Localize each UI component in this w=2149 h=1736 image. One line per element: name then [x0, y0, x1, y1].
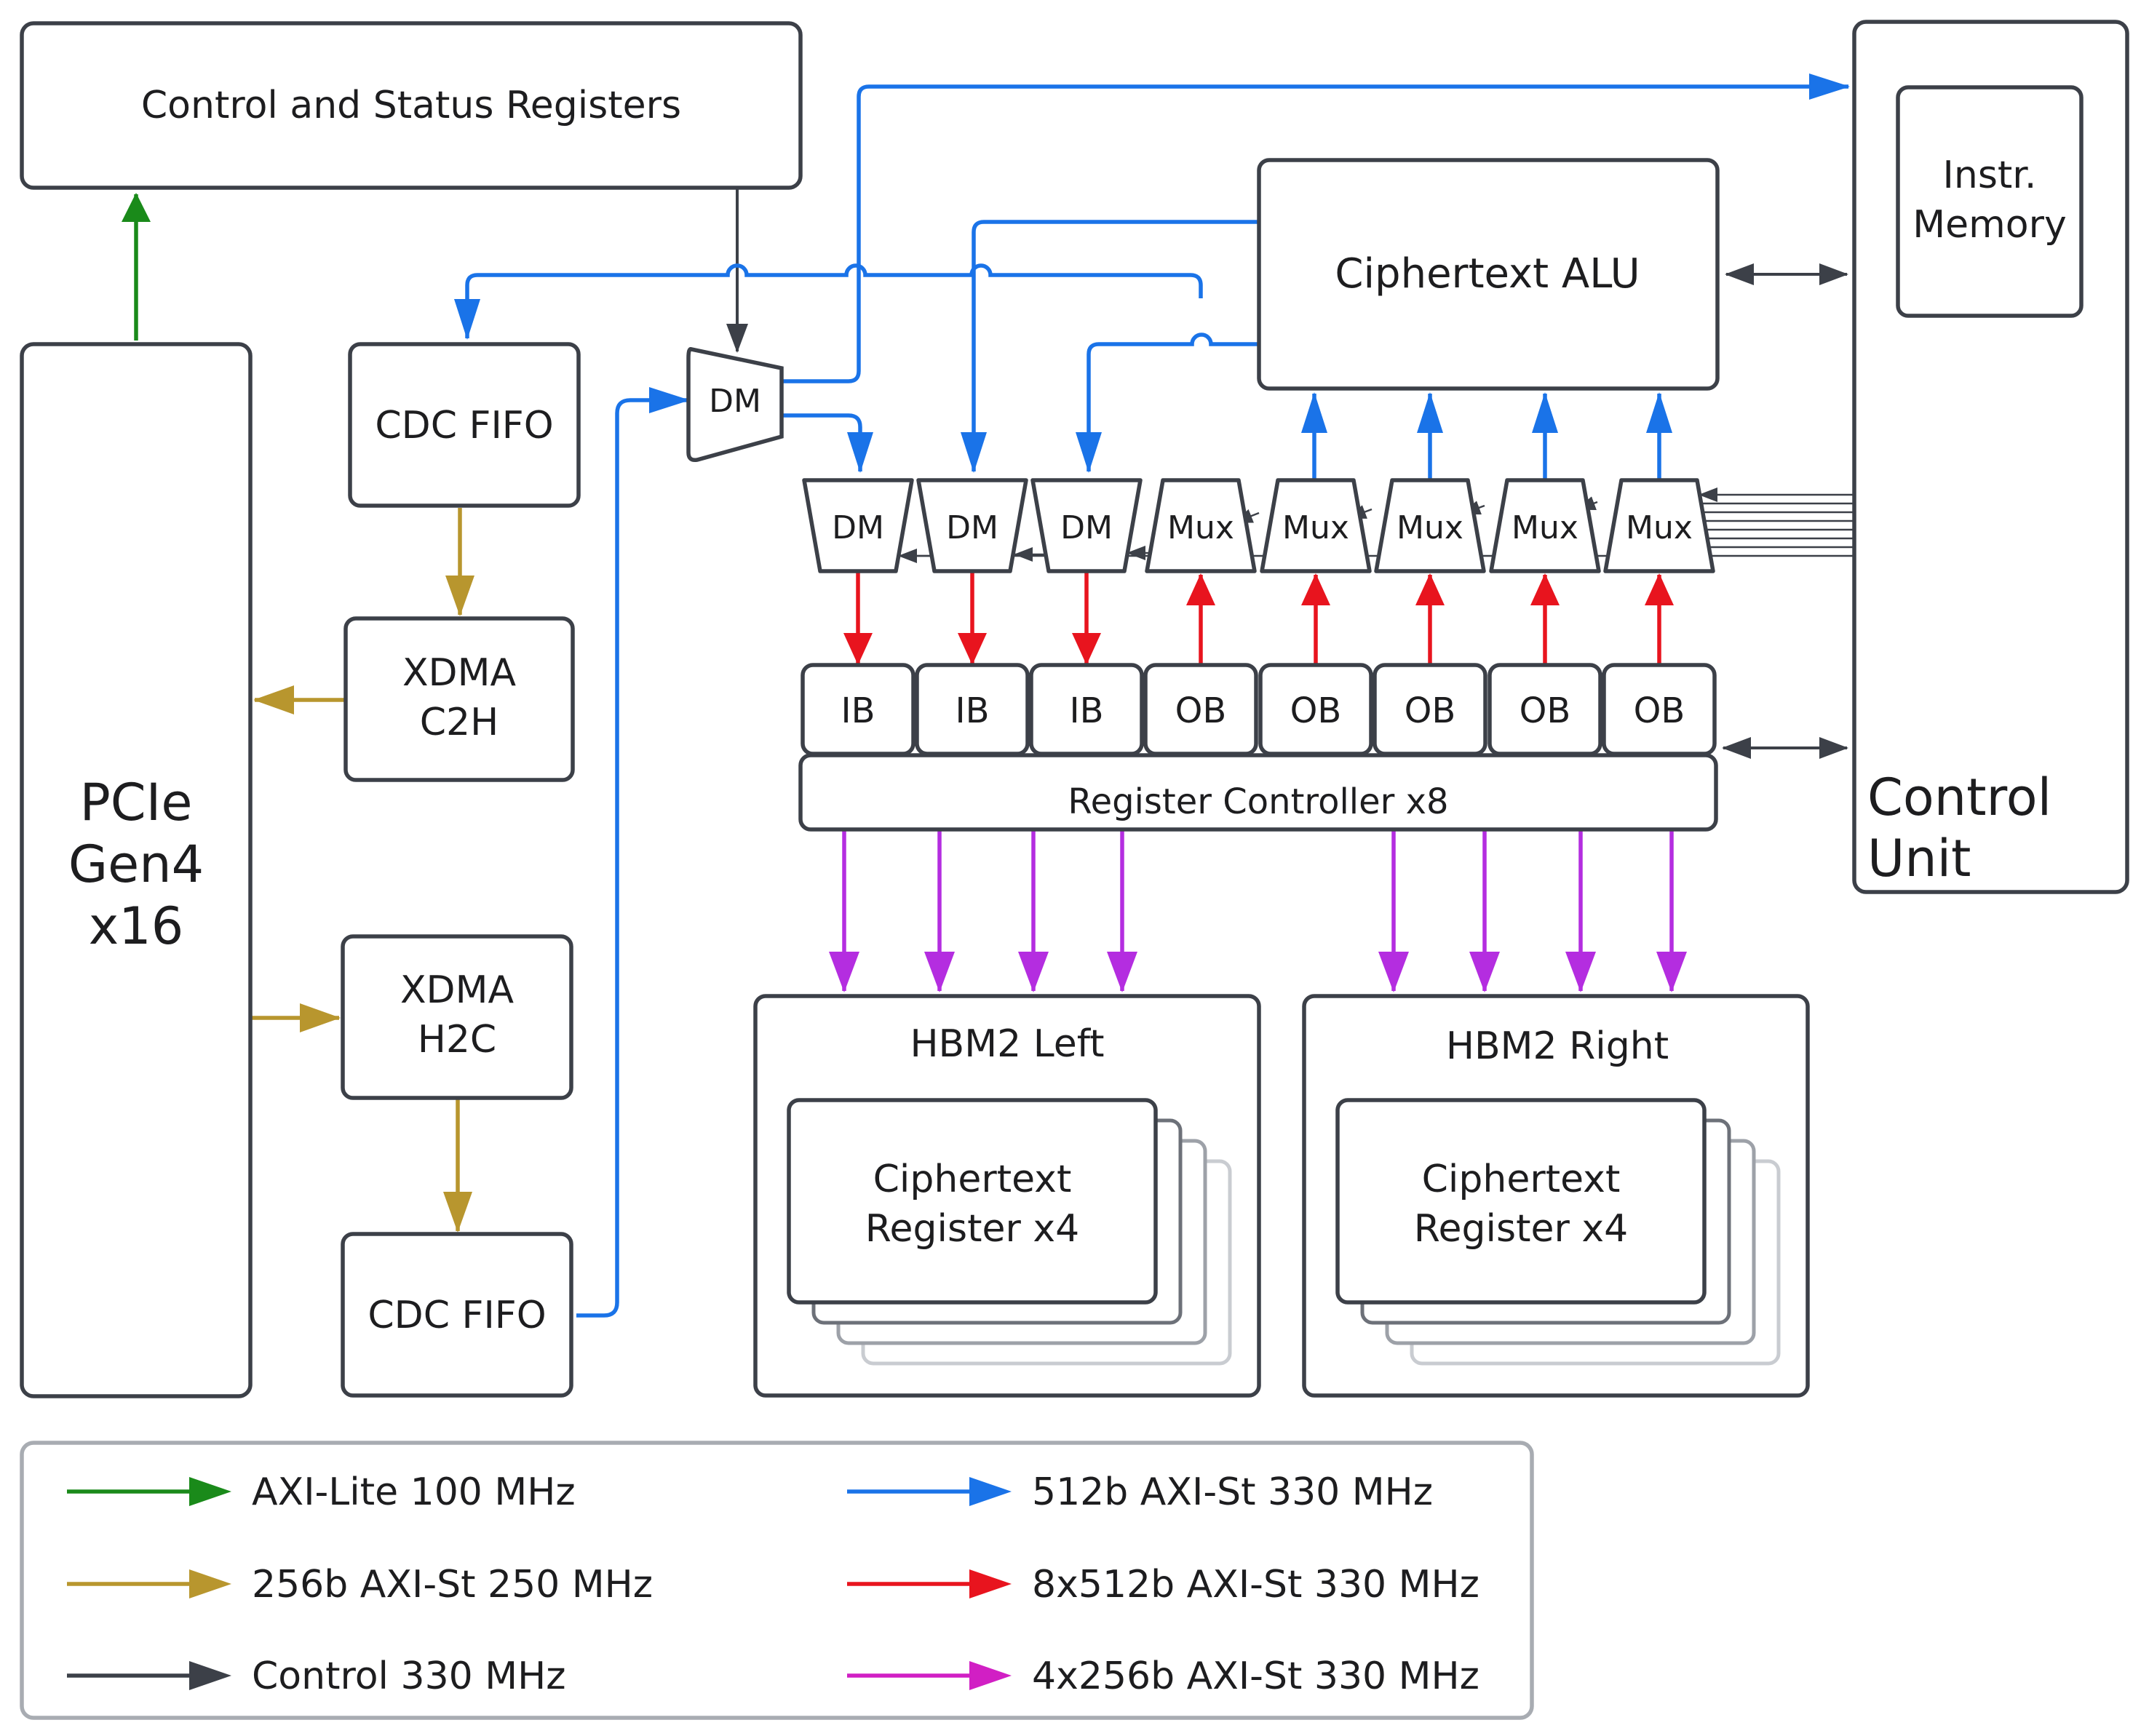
- ob-buffer-8-label: OB: [1634, 690, 1685, 731]
- pcie-label-2: Gen4: [68, 835, 204, 894]
- legend-label: 256b AXI-St 250 MHz: [252, 1563, 653, 1606]
- instr-memory-block: [1896, 85, 2084, 318]
- cdc-fifo-bottom-label: CDC FIFO: [368, 1294, 546, 1337]
- legend-item-3: Control 330 MHz: [67, 1655, 566, 1698]
- ob-buffer-5-label: OB: [1290, 690, 1342, 731]
- mux-3-label: Mux: [1397, 509, 1463, 546]
- csr-block: [20, 21, 803, 190]
- ct-reg-right-block: [1335, 1098, 1707, 1305]
- register-controller-block: [798, 753, 1718, 832]
- legend-arrowhead-icon: [969, 1477, 1012, 1506]
- mux-5-label: Mux: [1626, 509, 1693, 546]
- bus-dm-to-dm1: [783, 413, 873, 473]
- legend-item-2: 256b AXI-St 250 MHz: [67, 1563, 653, 1606]
- ob-buffer-5: [1258, 663, 1373, 756]
- ct-reg-left-label-2: Register x4: [865, 1207, 1079, 1251]
- xdma-h2c-label-1: XDMA: [400, 968, 515, 1012]
- mux-5-block: [1603, 478, 1715, 573]
- ct-reg-left-block: [787, 1098, 1158, 1305]
- instr-memory-label-1: Instr.: [1943, 154, 2037, 197]
- ob-buffer-6-label: OB: [1405, 690, 1456, 731]
- ib-buffer-1: [801, 663, 915, 756]
- bus-dm-to-control-unit: [783, 73, 1850, 383]
- mux-2-block: [1260, 478, 1372, 573]
- cdc-fifo-top-block: [348, 342, 581, 508]
- hbm-left-label: HBM2 Left: [910, 1022, 1104, 1066]
- ciphertext-alu-label: Ciphertext ALU: [1335, 250, 1640, 298]
- xdma-h2c-block: [341, 934, 573, 1100]
- cdc-fifo-top-label: CDC FIFO: [375, 404, 553, 447]
- ob-buffer-7: [1487, 663, 1602, 756]
- legend-label: 4x256b AXI-St 330 MHz: [1032, 1655, 1479, 1698]
- legend-item-4: 512b AXI-St 330 MHz: [847, 1470, 1433, 1514]
- dm-top-block: [686, 347, 784, 463]
- legend-arrowhead-icon: [969, 1569, 1012, 1598]
- bus-fifo-to-dm: [576, 387, 690, 1318]
- mux-1-label: Mux: [1167, 509, 1234, 546]
- cdc-fifo-bottom-block: [341, 1232, 573, 1398]
- mux-4-label: Mux: [1512, 509, 1578, 546]
- ib-buffer-2-label: IB: [955, 690, 989, 731]
- csr-label: Control and Status Registers: [141, 84, 681, 127]
- legend-label: Control 330 MHz: [252, 1655, 566, 1698]
- pcie-block: [20, 342, 253, 1398]
- dm-2-block: [916, 478, 1028, 573]
- ct-reg-left-label-1: Ciphertext: [873, 1158, 1072, 1201]
- ib-buffer-3-label: IB: [1069, 690, 1103, 731]
- dm-2-label: DM: [946, 509, 998, 546]
- ob-buffer-8: [1602, 663, 1717, 756]
- dm-1-label: DM: [832, 509, 884, 546]
- hbm-channels: [829, 831, 1687, 992]
- legend-arrowhead-icon: [189, 1569, 231, 1598]
- legend-item-1: AXI-Lite 100 MHz: [67, 1470, 576, 1514]
- dm-mux-row: DM DM DM Mux Mux Mux Mux Mux: [802, 478, 1715, 573]
- control-unit-label-1: Control: [1867, 768, 2051, 827]
- legend-label: 8x512b AXI-St 330 MHz: [1032, 1563, 1479, 1606]
- pcie-label-1: PCIe: [80, 773, 193, 832]
- xdma-c2h-label-1: XDMA: [402, 651, 517, 695]
- bus-to-cdc-fifo: [454, 263, 1203, 340]
- control-unit-label-2: Unit: [1867, 829, 1971, 888]
- hbm-right-label: HBM2 Right: [1446, 1024, 1669, 1068]
- legend-label: AXI-Lite 100 MHz: [252, 1470, 576, 1514]
- ct-reg-right-label-2: Register x4: [1414, 1207, 1628, 1251]
- bus-alu-to-dm2: [961, 220, 1261, 473]
- ob-buffer-4-label: OB: [1175, 690, 1227, 731]
- register-controller-label: Register Controller x8: [1068, 781, 1448, 822]
- legend-item-6: 4x256b AXI-St 330 MHz: [847, 1655, 1479, 1698]
- mux-2-label: Mux: [1282, 509, 1349, 546]
- ct-reg-right-label-1: Ciphertext: [1422, 1158, 1621, 1201]
- ib-buffer-3: [1029, 663, 1144, 756]
- dm-top-label: DM: [709, 383, 761, 420]
- mux-3-block: [1374, 478, 1486, 573]
- mux-4-block: [1489, 478, 1601, 573]
- instr-memory-label-2: Memory: [1912, 203, 2066, 247]
- legend-arrowhead-icon: [189, 1661, 231, 1690]
- legend-arrowhead-icon: [969, 1661, 1012, 1690]
- ib-buffer-1-label: IB: [841, 690, 875, 731]
- xdma-c2h-label-2: C2H: [420, 701, 499, 744]
- buffer-row: IB IB IB OB OB OB OB OB: [801, 663, 1717, 756]
- ob-buffer-6: [1373, 663, 1487, 756]
- ciphertext-alu-block: [1257, 158, 1720, 391]
- dm-3-label: DM: [1060, 509, 1113, 546]
- ib-buffer-2: [915, 663, 1030, 756]
- ob-buffer-7-label: OB: [1520, 690, 1571, 731]
- xdma-c2h-block: [343, 616, 575, 782]
- bus-alu-to-dm3: [1076, 333, 1261, 473]
- mux-1-block: [1145, 478, 1257, 573]
- ob-buffer-4: [1143, 663, 1258, 756]
- xdma-h2c-label-2: H2C: [418, 1018, 497, 1062]
- legend-item-5: 8x512b AXI-St 330 MHz: [847, 1563, 1479, 1606]
- legend-arrowhead-icon: [189, 1477, 231, 1506]
- pcie-label-3: x16: [89, 896, 184, 956]
- legend-box: [20, 1441, 1534, 1720]
- legend-label: 512b AXI-St 330 MHz: [1032, 1470, 1433, 1514]
- legend: AXI-Lite 100 MHz 256b AXI-St 250 MHzContr…: [67, 1470, 1479, 1698]
- dm-3-block: [1030, 478, 1143, 573]
- dm-1-block: [802, 478, 914, 573]
